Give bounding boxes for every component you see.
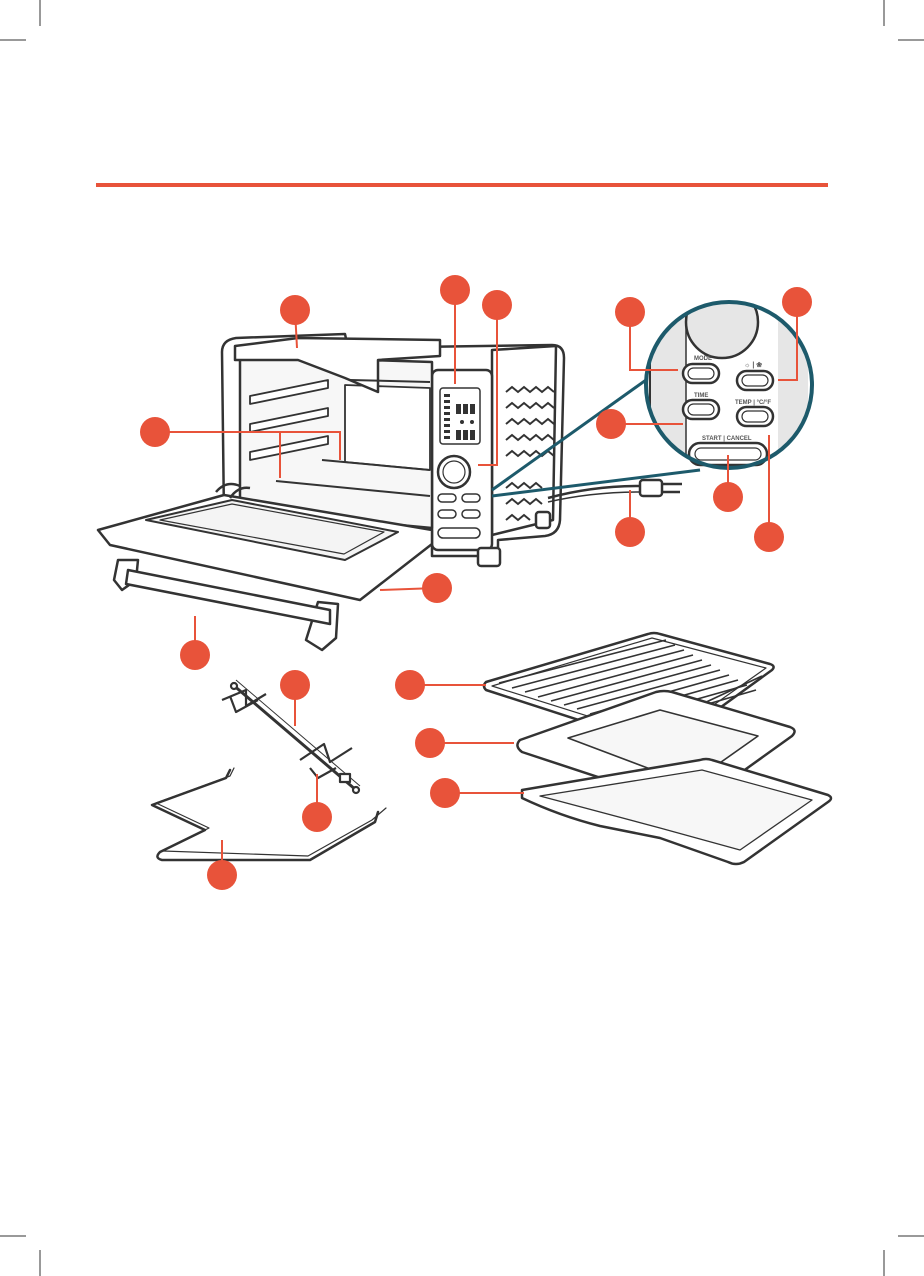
start-cancel-label: START | CANCEL (702, 436, 752, 442)
control-panel-zoom: MODE ☼ | ❀ TIME TEMP | °C/°F START | CAN… (646, 286, 812, 470)
callout-dot-icon (280, 670, 310, 700)
header-rule (96, 183, 828, 187)
callout-dot-icon (713, 482, 743, 512)
callout-dot-icon (140, 417, 170, 447)
time-label: TIME (694, 393, 708, 399)
callout-dot-icon (596, 409, 626, 439)
light-fan-label: ☼ | ❀ (744, 361, 762, 369)
callout-dot-icon (302, 802, 332, 832)
callout-dot-icon (615, 297, 645, 327)
callout-dot-icon (615, 517, 645, 547)
callout-dot-icon (482, 290, 512, 320)
callout-dot-icon (440, 275, 470, 305)
callout-dot-icon (395, 670, 425, 700)
callout-dot-icon (430, 778, 460, 808)
callout-dot-icon (415, 728, 445, 758)
temp-label: TEMP | °C/°F (735, 400, 771, 406)
callout-dot-icon (754, 522, 784, 552)
callout-dot-icon (782, 287, 812, 317)
callout-dot-icon (280, 295, 310, 325)
crumb-tray (522, 759, 831, 864)
power-cord (548, 480, 682, 502)
callout-dot-icon (422, 573, 452, 603)
callout-dot-icon (207, 860, 237, 890)
mode-label: MODE (694, 356, 712, 362)
callout-dot-icon (180, 640, 210, 670)
